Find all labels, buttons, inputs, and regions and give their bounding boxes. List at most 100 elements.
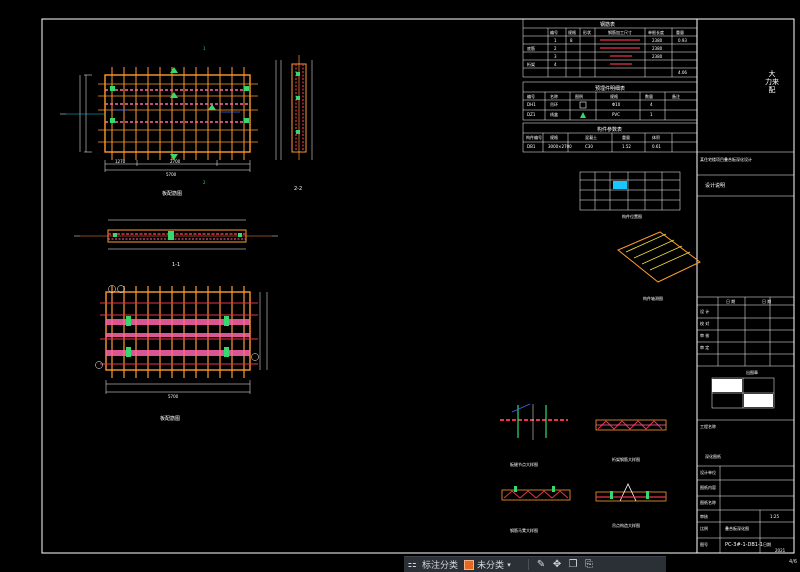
toolbar-title: 标注分类 [422,560,459,570]
table2-title: 预埋件明细表 [595,86,626,92]
tb-row-check: 校 对 [700,321,710,326]
detail-drawings [500,403,667,502]
table2-r2-c1: 线盒 [550,112,558,117]
titleblock-grid [697,151,794,553]
sheet-border [41,18,795,554]
location-diagram [579,171,681,211]
table1-r1-c4: 2380 [652,38,663,43]
table3-h4: 体积 [652,135,660,140]
axonometric-view [617,231,701,283]
tb-row-review: 审 核 [700,333,710,338]
dim-side: 1270 [115,159,126,164]
tb-label-unit: 设计单位 [700,470,716,475]
section-1-1-title: 1-1 [172,262,181,268]
table1-r1-c5: 0.93 [678,38,687,43]
table2-r1-c1: 吊环 [550,102,558,107]
tag-a: 1 [203,46,206,51]
table1-r3-c4: 2380 [652,54,663,59]
category-color-swatch [464,559,475,570]
plan-top-title: 板配筋图 [162,191,183,197]
table2-h5: 备注 [672,94,680,99]
tb-header-date-2: 日 期 [762,299,772,304]
tb-label-project: 工程名称 [700,424,716,429]
category-select[interactable]: 未分类 ▾ [464,558,514,571]
table2-r2-c3: PVC [612,112,620,117]
tb-date-value: 2021 [775,548,786,553]
table3-h0: 构件编号 [526,135,542,140]
table1-r4-c1: 4 [554,62,557,67]
table1-h-id: 编号 [550,30,558,35]
table2-r1-c3: Φ10 [612,102,621,107]
copy-icon[interactable]: ❐ [568,559,578,570]
table2-r2-c4: 1 [650,112,653,117]
table3-h1: 规格 [550,135,558,140]
table1-r1-c0: 底筋 [527,46,535,51]
section-2-2-title: 2-2 [294,186,303,192]
tb-row-design: 设 计 [700,309,710,314]
current-panel-highlight [613,181,627,189]
stamp-fill-a [712,379,742,392]
table1-h-wt: 重量 [676,30,684,35]
table1-h-shape: 形状 [583,30,591,35]
category-label: 未分类 [477,560,505,570]
tb-stamp-label: 出图章 [746,370,758,375]
table2-h1: 名称 [550,94,558,99]
table3-r1-c0: DB1 [527,144,536,149]
tb-date-label: 日期 [763,542,771,547]
detail-label-3: 钢筋马凳大样图 [510,528,538,533]
table3-r1-c2: C30 [585,144,593,149]
annotation-toolbar: ⚏ 标注分类 未分类 ▾ ✎ ✥ ❐ ⎘ [404,556,666,572]
plan-top [60,67,258,172]
plan-bottom [95,285,268,394]
table2-r1-c4: 4 [650,102,653,107]
table2-r2-c0: DZ1 [527,112,536,117]
detail-label-4: 吊点构造大样图 [612,523,640,528]
table2-h4: 数量 [645,94,653,99]
titleblock-project-line: 某住宅楼项目叠合板深化设计 [700,157,752,162]
tb-drawing-no-label: 图号 [700,542,708,547]
edit-icon[interactable]: ✎ [536,559,546,570]
table1-h-len: 单根长度 [648,30,664,35]
dim-mid: 2700 [170,159,181,164]
paste-icon[interactable]: ⎘ [585,559,594,570]
axon-title: 构件轴测图 [643,296,663,301]
table3-h3: 重量 [622,135,630,140]
table2-h2: 图例 [575,94,583,99]
table1-total: 4.06 [678,70,687,75]
tb-row-approve: 审 定 [700,345,710,350]
tb-header-date-1: 日 期 [726,299,736,304]
tag-b: 2 [203,180,206,185]
table1-title: 钢筋表 [600,22,616,28]
plan-bottom-title: 板配筋图 [160,416,181,422]
chevron-down-icon: ▾ [507,560,511,569]
tb-sheet-remark: 深化图纸 [705,454,721,459]
table3-r1-c3: 1.52 [622,144,631,149]
tb-scale-value: 1:25 [770,514,779,519]
page-badge: 4/6 [788,559,797,565]
toolbar-separator [528,559,530,570]
table1-r2-c4: 2380 [652,46,663,51]
table2-h3: 规格 [610,94,618,99]
tb-drawing-name-label: 图纸名称 [700,500,716,505]
table1-r1-c2: 8 [570,38,573,43]
tb-scale-label: 比例 [700,526,708,531]
table1-r1-c1: 1 [554,38,557,43]
stamp-fill-b [744,394,773,407]
tb-drawing-no: PC-3#-1-DB1-1 [725,542,763,548]
table3-r1-c4: 0.61 [652,144,661,149]
table1-h-spec: 规格 [568,30,576,35]
move-icon[interactable]: ✥ [552,559,562,570]
table-shapes [579,39,640,118]
table-grids [522,18,698,153]
category-grid-icon[interactable]: ⚏ [407,559,417,570]
table3-h2: 混凝土 [585,135,597,140]
tb-drawing-name: 叠合板深化图 [725,526,749,531]
table1-r2-c1: 2 [554,46,557,51]
table3-r1-c1: 3000×2700 [548,144,572,149]
dim-total: 5700 [166,172,177,177]
location-title: 构件位置图 [622,214,642,219]
section-1-1 [74,219,278,250]
table1-h-size: 钢筋加工尺寸 [608,30,632,35]
